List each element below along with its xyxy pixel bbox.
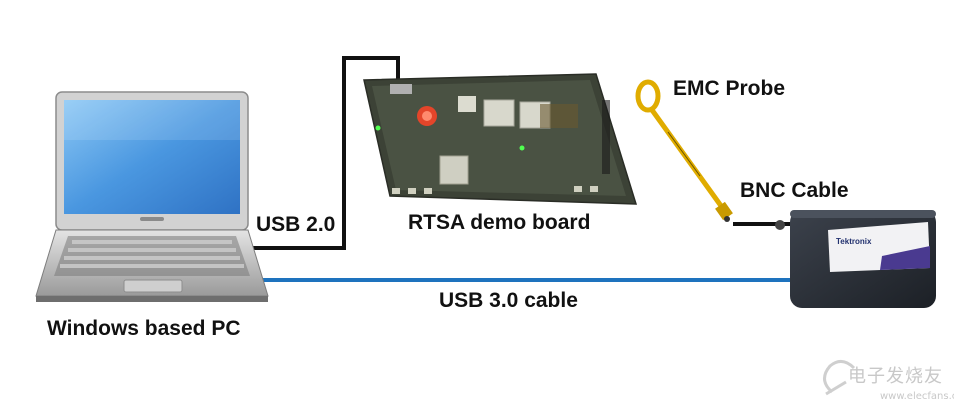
board-label: RTSA demo board [408, 211, 591, 234]
usb2-cable [252, 56, 400, 250]
usb3-label: USB 3.0 cable [439, 289, 578, 312]
rtsa-board-image [363, 73, 638, 205]
watermark-logo-icon [823, 360, 856, 396]
laptop-image [35, 91, 269, 302]
emc-probe-image [635, 79, 733, 222]
pc-label: Windows based PC [47, 317, 241, 340]
watermark-url: www.elecfans.com [880, 391, 954, 402]
emc-probe-label: EMC Probe [673, 77, 786, 100]
bnc-cable-label: BNC Cable [740, 179, 849, 202]
device-brand-label: Tektronix [836, 237, 872, 246]
watermark-text: 电子发烧友 [848, 366, 943, 387]
tektronix-device-image: Tektronix [775, 210, 936, 308]
usb2-label: USB 2.0 [256, 213, 336, 236]
